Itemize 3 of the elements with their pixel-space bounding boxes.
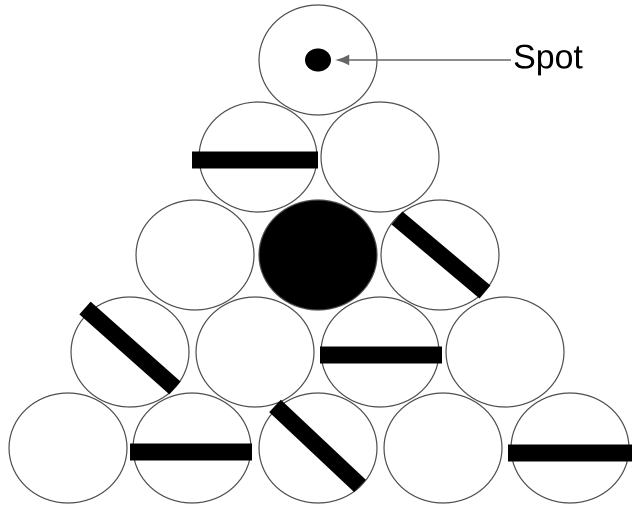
spot-dot — [305, 48, 331, 72]
leader-arrow — [337, 55, 511, 65]
spot-label: Spot — [514, 44, 583, 76]
